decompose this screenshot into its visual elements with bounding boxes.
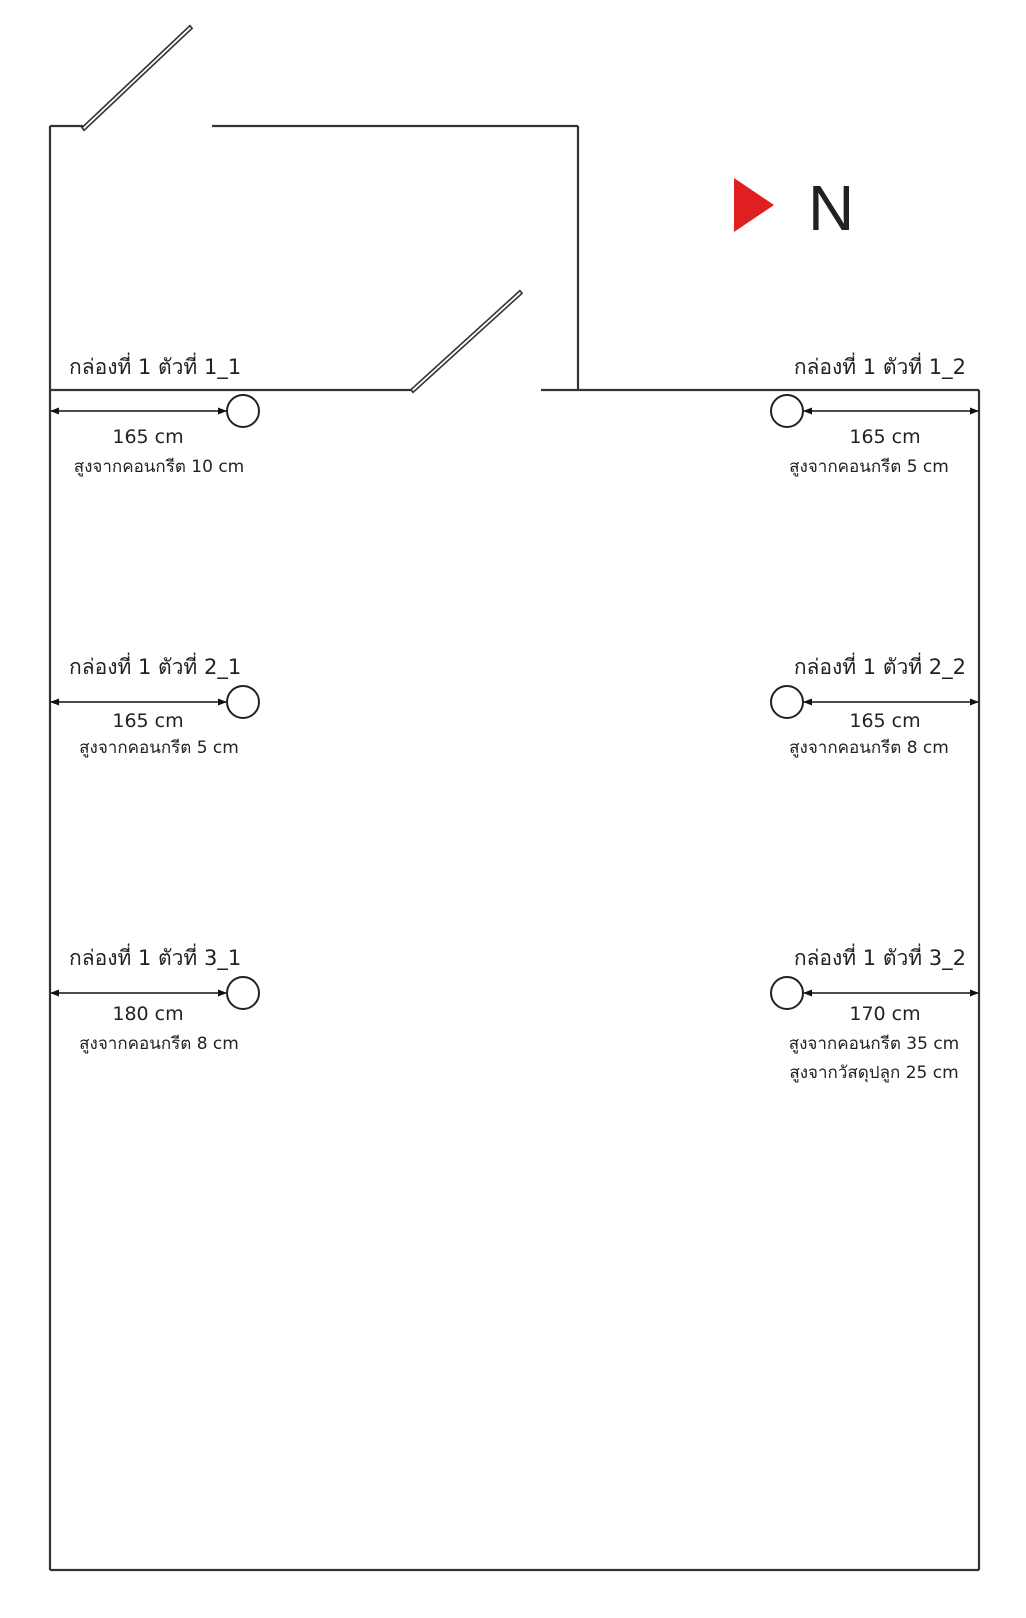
sensor-marker	[770, 685, 804, 719]
height-note: สูงจากคอนกรีต 8 cm	[789, 738, 949, 758]
sensor-marker	[770, 394, 804, 428]
height-note: สูงจากคอนกรีต 5 cm	[79, 738, 239, 758]
sensor-label: กล่องที่ 1 ตัวที่ 3_1	[69, 943, 241, 971]
distance-value: 180 cm	[112, 1003, 183, 1025]
distance-value: 165 cm	[849, 426, 920, 448]
sensor-1-1: กล่องที่ 1 ตัวที่ 1_1 165 cm สูงจากคอนกร…	[50, 352, 260, 477]
sensor-2-1: กล่องที่ 1 ตัวที่ 2_1 165 cm สูงจากคอนกร…	[50, 652, 260, 758]
door-top	[80, 24, 194, 132]
door-middle	[409, 289, 524, 394]
sensor-3-1: กล่องที่ 1 ตัวที่ 3_1 180 cm สูงจากคอนกร…	[50, 943, 260, 1054]
sensor-label: กล่องที่ 1 ตัวที่ 3_2	[794, 943, 966, 971]
height-note-planting-material: สูงจากวัสดุปลูก 25 cm	[789, 1063, 958, 1083]
sensor-label: กล่องที่ 1 ตัวที่ 1_1	[69, 352, 241, 380]
sensor-label: กล่องที่ 1 ตัวที่ 2_2	[794, 652, 966, 680]
height-note: สูงจากคอนกรีต 5 cm	[789, 457, 949, 477]
distance-value: 165 cm	[112, 710, 183, 732]
height-note: สูงจากคอนกรีต 8 cm	[79, 1034, 239, 1054]
north-arrow-icon	[734, 178, 774, 232]
sensor-3-2: กล่องที่ 1 ตัวที่ 3_2 170 cm สูงจากคอนกร…	[770, 943, 979, 1083]
sensor-marker	[226, 685, 260, 719]
height-note: สูงจากคอนกรีต 10 cm	[74, 457, 245, 477]
sensor-label: กล่องที่ 1 ตัวที่ 2_1	[69, 652, 241, 680]
sensor-2-2: กล่องที่ 1 ตัวที่ 2_2 165 cm สูงจากคอนกร…	[770, 652, 979, 758]
distance-value: 165 cm	[112, 426, 183, 448]
distance-value: 165 cm	[849, 710, 920, 732]
sensor-1-2: กล่องที่ 1 ตัวที่ 1_2 165 cm สูงจากคอนกร…	[770, 352, 979, 477]
sensor-label: กล่องที่ 1 ตัวที่ 1_2	[794, 352, 966, 380]
north-indicator: N	[734, 172, 854, 244]
height-note: สูงจากคอนกรีต 35 cm	[789, 1034, 960, 1054]
sensor-marker	[770, 976, 804, 1010]
walls	[48, 124, 981, 1572]
north-label: N	[808, 172, 854, 244]
sensor-marker	[226, 394, 260, 428]
distance-value: 170 cm	[849, 1003, 920, 1025]
sensor-marker	[226, 976, 260, 1010]
